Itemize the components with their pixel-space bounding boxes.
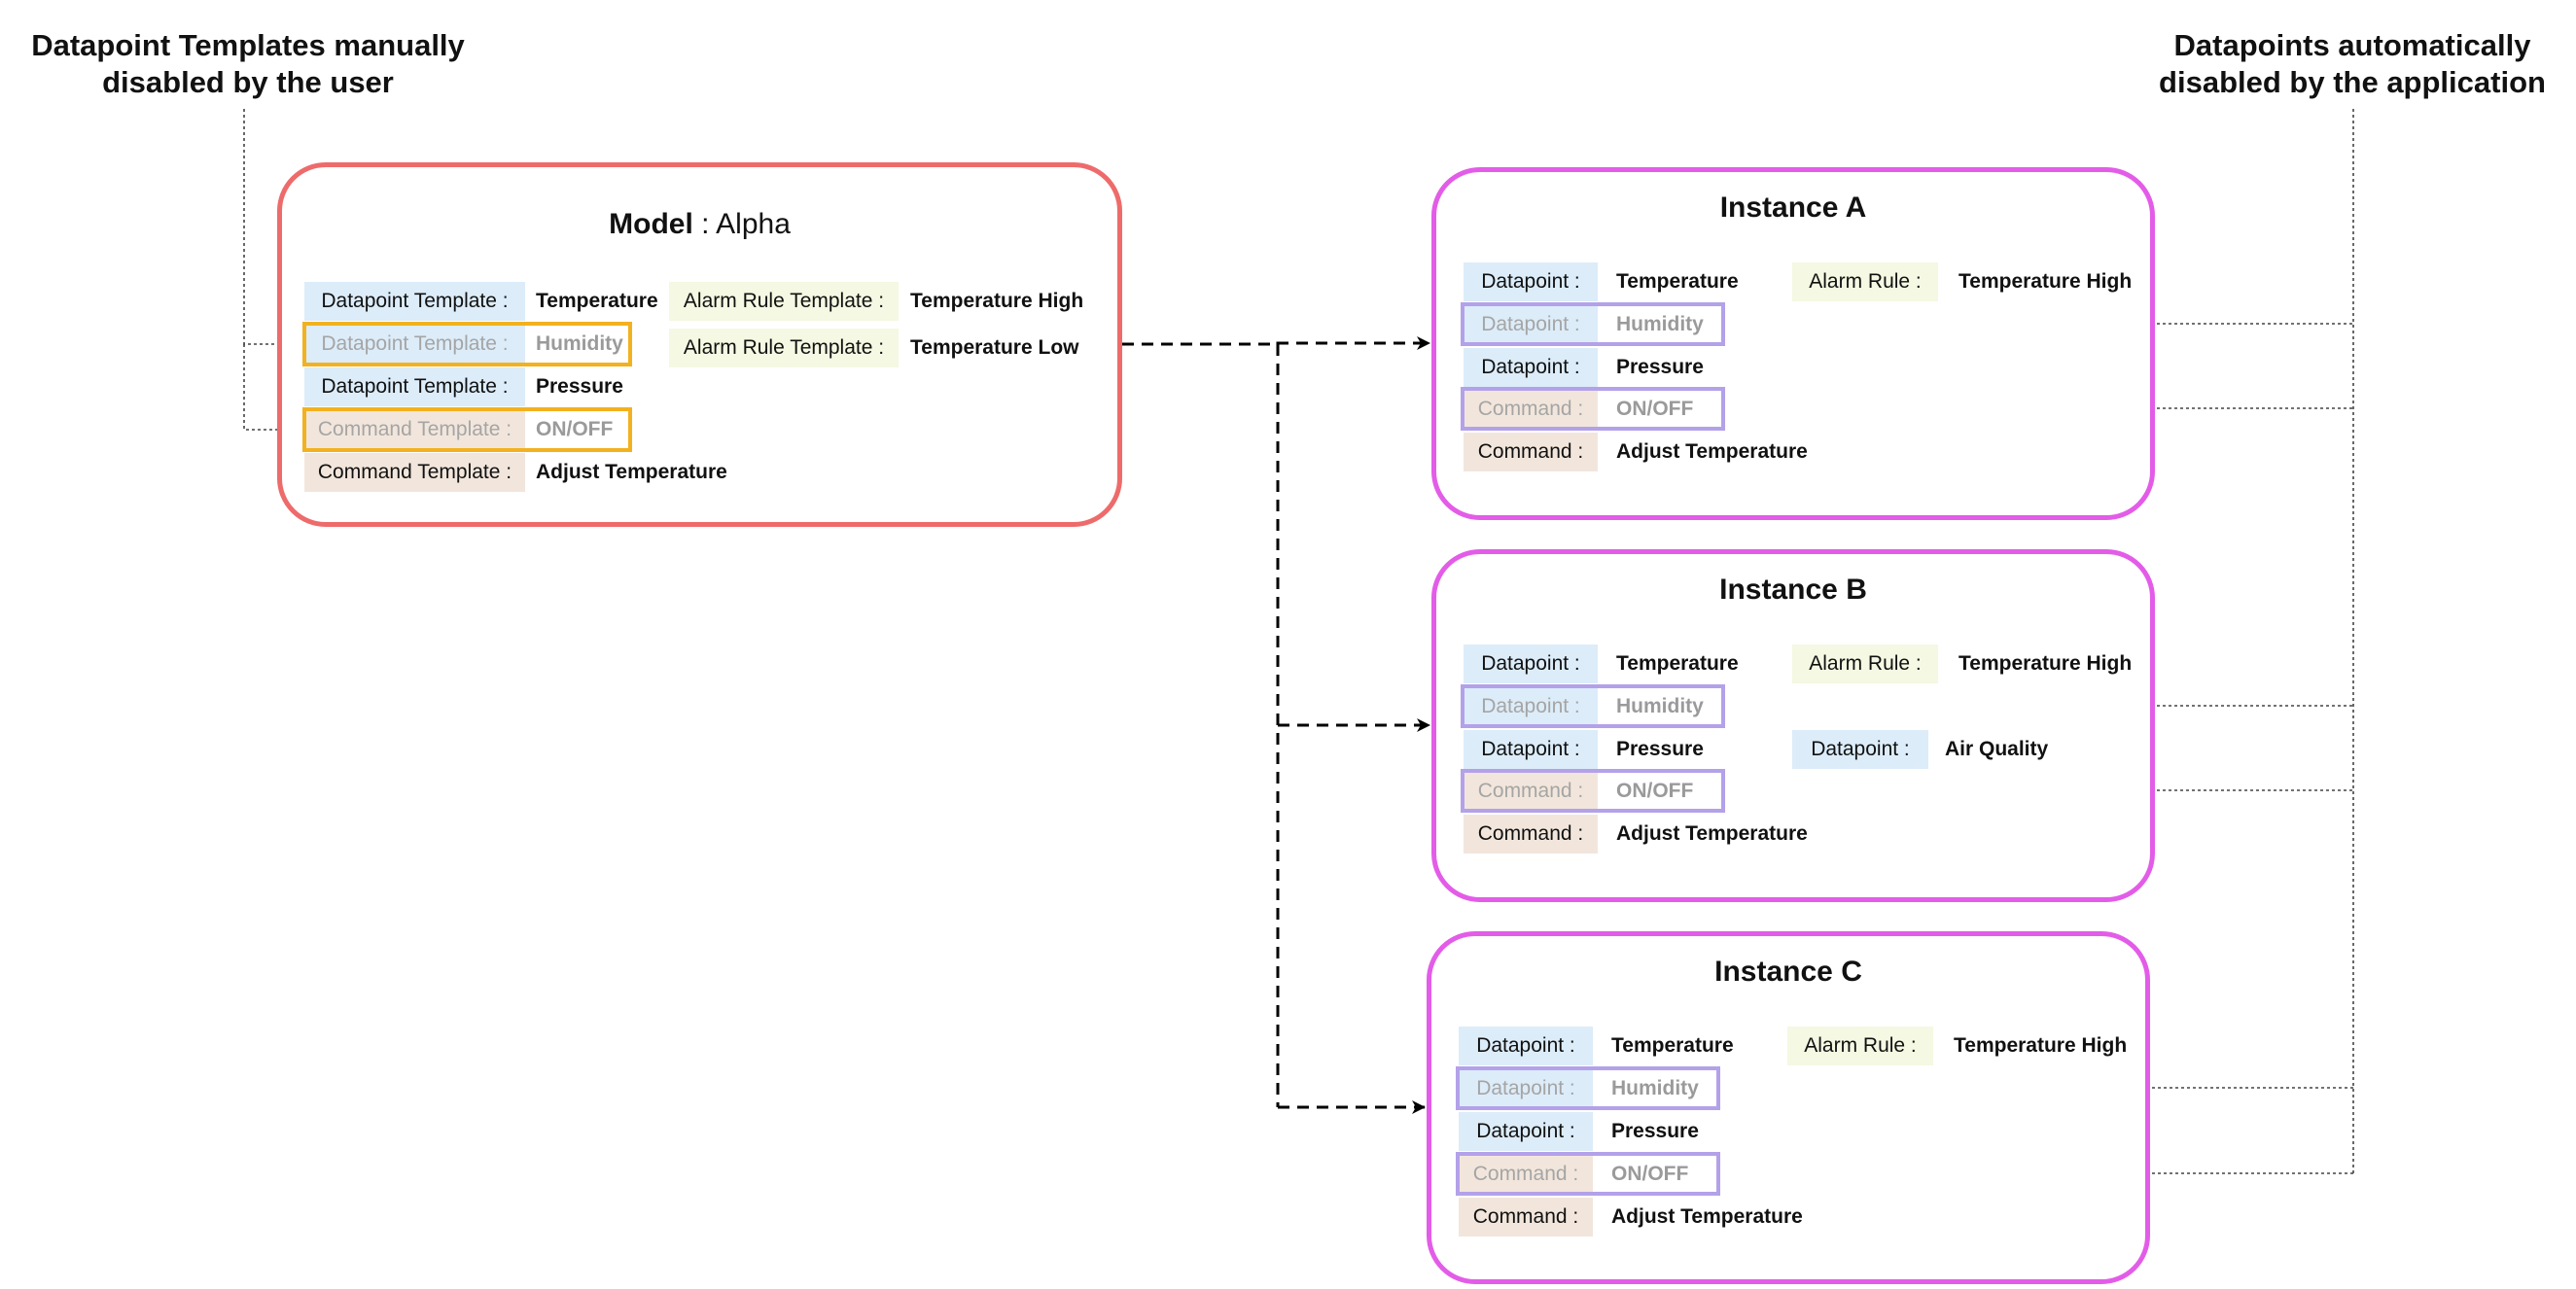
instance-extra-label: Datapoint :: [1792, 730, 1928, 769]
model-alarm-label: Alarm Rule Template :: [669, 329, 899, 367]
model-row-label-disabled: Command Template :: [304, 410, 525, 449]
instance-row-label: Command :: [1464, 433, 1598, 471]
app-disabled-highlight: [1461, 684, 1725, 728]
model-row-value: Pressure: [536, 375, 623, 398]
instance-row-label-disabled: Datapoint :: [1464, 687, 1598, 726]
model-alarm-value: Temperature Low: [910, 336, 1079, 359]
annotation-line: Datapoints automatically: [2173, 28, 2531, 62]
instance-row-value-disabled: ON/OFF: [1616, 398, 1694, 420]
instance-row-value-disabled: Humidity: [1616, 313, 1704, 335]
instance-alarm-value: Temperature High: [1958, 270, 2133, 293]
model-alarm-label: Alarm Rule Template :: [669, 282, 899, 321]
annotation-line: Datapoint Templates manually: [31, 28, 465, 62]
user-disabled-highlight: [302, 407, 632, 452]
instance-row-value: Temperature: [1611, 1034, 1734, 1057]
instance-row-value: Adjust Temperature: [1616, 822, 1808, 845]
user-disabled-annotation: Datapoint Templates manually disabled by…: [19, 27, 476, 101]
instance-row-value: Adjust Temperature: [1616, 440, 1808, 463]
model-row-label-disabled: Datapoint Template :: [304, 325, 525, 364]
instance-extra-value: Air Quality: [1945, 738, 2049, 760]
instance-alarm-label: Alarm Rule :: [1792, 644, 1938, 683]
model-name: : Alpha: [692, 208, 791, 240]
instance-b-title: Instance B: [1719, 574, 1867, 606]
user-disabled-highlight: [302, 322, 632, 366]
instance-row-label: Command :: [1464, 815, 1598, 854]
model-row-label: Datapoint Template :: [304, 367, 525, 406]
instance-alarm-value: Temperature High: [1954, 1034, 2128, 1057]
model-row-value-disabled: Humidity: [536, 332, 623, 355]
model-title-keyword: Model: [609, 208, 693, 240]
instance-row-label: Datapoint :: [1464, 644, 1598, 683]
instance-row-label: Datapoint :: [1464, 262, 1598, 301]
instance-a-title: Instance A: [1719, 192, 1867, 224]
instance-row-value-disabled: ON/OFF: [1611, 1163, 1689, 1185]
model-row-value: Temperature: [536, 290, 658, 312]
arrow-to-instance-a: [1122, 336, 1430, 350]
instance-row-value: Temperature: [1616, 270, 1739, 293]
instance-row-label-disabled: Datapoint :: [1464, 305, 1598, 344]
model-title: Model : Alpha: [282, 208, 1117, 241]
instance-row-value-disabled: Humidity: [1616, 695, 1704, 717]
instance-row-value: Temperature: [1616, 652, 1739, 675]
model-row-label: Command Template :: [304, 453, 525, 492]
app-disabled-highlight: [1461, 769, 1725, 813]
instance-row-value: Adjust Temperature: [1611, 1205, 1803, 1228]
instance-row-label: Datapoint :: [1459, 1112, 1593, 1151]
instance-alarm-label: Alarm Rule :: [1787, 1027, 1933, 1065]
instance-row-value-disabled: Humidity: [1611, 1077, 1699, 1099]
app-disabled-highlight: [1456, 1066, 1720, 1110]
instance-alarm-value: Temperature High: [1958, 652, 2133, 675]
model-box: Model : Alpha: [277, 162, 1122, 527]
instance-row-label: Datapoint :: [1464, 730, 1598, 769]
instance-row-value: Pressure: [1611, 1120, 1699, 1142]
instance-row-label: Datapoint :: [1459, 1027, 1593, 1065]
app-disabled-annotation: Datapoints automatically disabled by the…: [2138, 27, 2566, 101]
model-row-label: Datapoint Template :: [304, 282, 525, 321]
app-disabled-highlight: [1461, 302, 1725, 346]
annotation-line: disabled by the application: [2159, 65, 2546, 99]
instance-row-value: Pressure: [1616, 356, 1704, 378]
instance-row-label: Datapoint :: [1464, 348, 1598, 387]
model-row-value: Adjust Temperature: [536, 461, 727, 483]
instance-row-label: Command :: [1459, 1198, 1593, 1237]
model-alarm-value: Temperature High: [910, 290, 1084, 312]
app-disabled-highlight: [1456, 1152, 1720, 1196]
instance-row-label-disabled: Command :: [1464, 772, 1598, 811]
instance-c-title: Instance C: [1714, 956, 1862, 988]
instance-row-label-disabled: Command :: [1464, 390, 1598, 429]
instance-row-value-disabled: ON/OFF: [1616, 780, 1694, 802]
instance-row-value: Pressure: [1616, 738, 1704, 760]
instance-row-label-disabled: Command :: [1459, 1155, 1593, 1194]
model-row-value-disabled: ON/OFF: [536, 418, 614, 440]
instance-alarm-label: Alarm Rule :: [1792, 262, 1938, 301]
annotation-line: disabled by the user: [102, 65, 394, 99]
instance-row-label-disabled: Datapoint :: [1459, 1069, 1593, 1108]
app-disabled-highlight: [1461, 387, 1725, 431]
